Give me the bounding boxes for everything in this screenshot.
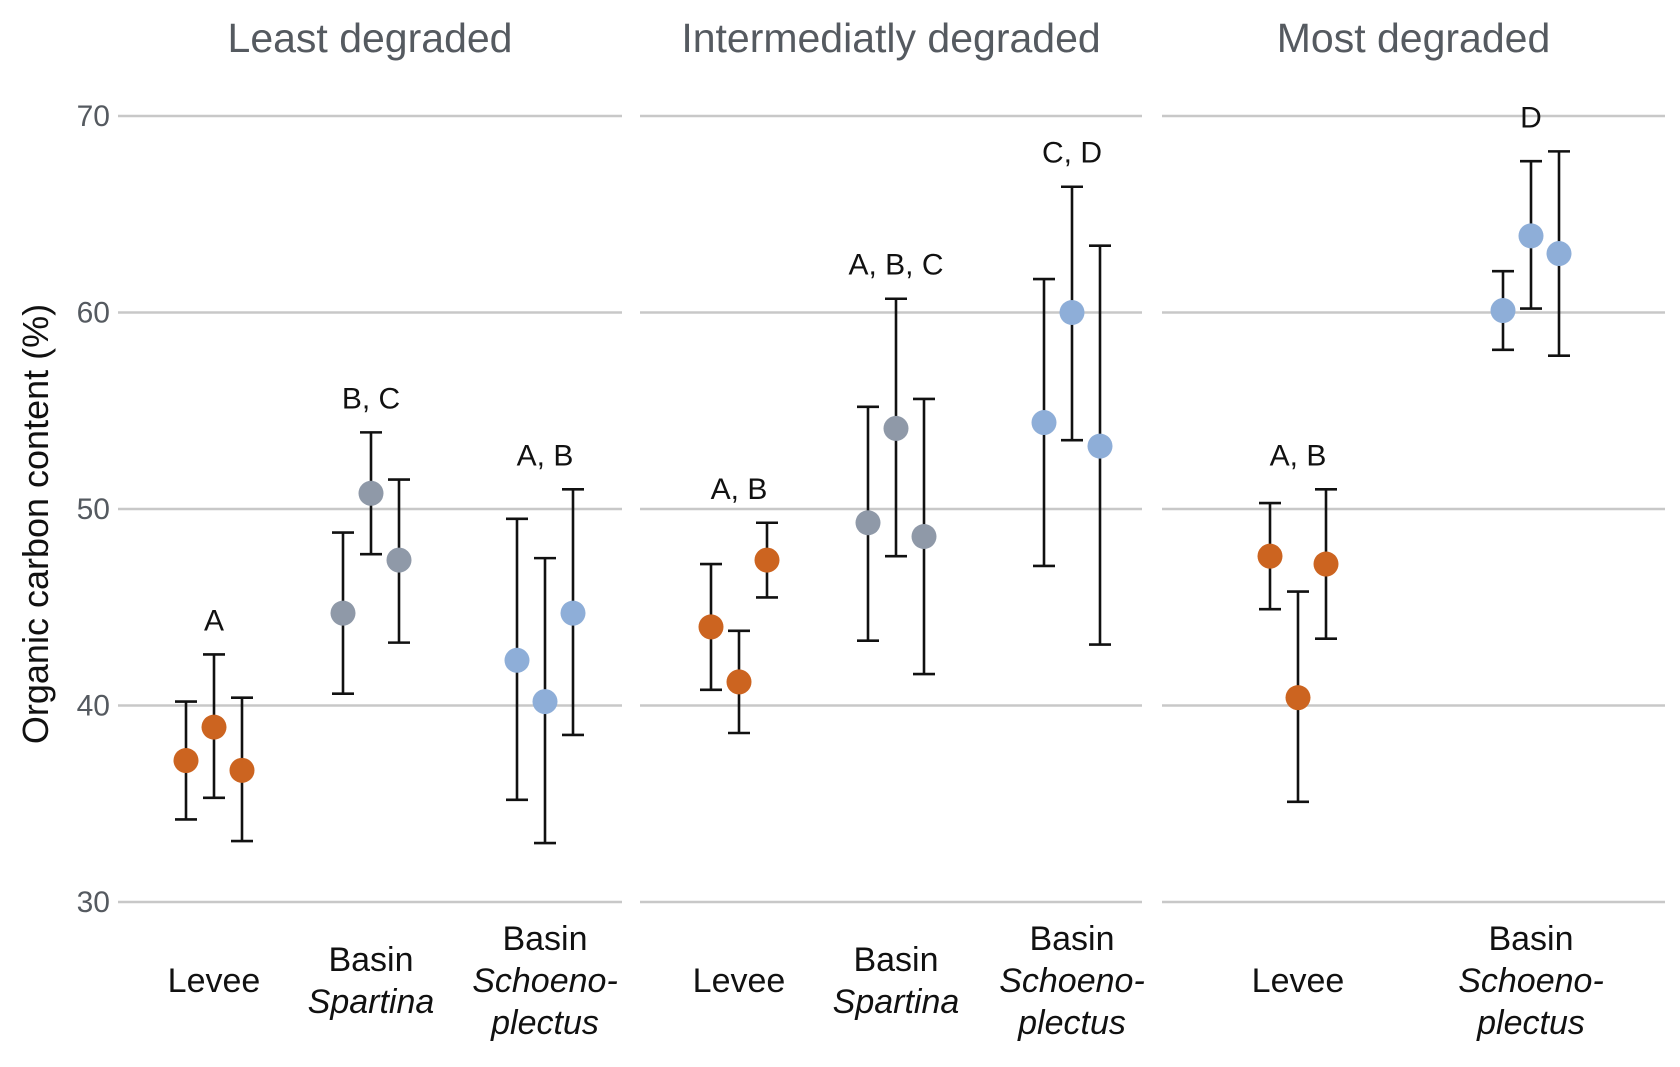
data-point <box>330 600 356 626</box>
data-point <box>911 524 937 550</box>
x-axis-label-line: Basin <box>502 920 587 958</box>
data-point <box>173 748 199 774</box>
data-point <box>1546 241 1572 267</box>
data-point <box>1087 433 1113 459</box>
significance-letter: A, B <box>517 439 574 472</box>
data-point-group <box>911 397 937 676</box>
data-point <box>726 669 752 695</box>
data-point-group <box>532 556 558 845</box>
data-point-group <box>386 478 412 644</box>
significance-letter: C, D <box>1042 137 1102 170</box>
facet-title: Most degraded <box>1277 15 1551 61</box>
data-point <box>532 689 558 715</box>
data-point <box>358 480 384 506</box>
x-axis-label-line: Levee <box>168 962 261 1000</box>
data-point-group <box>1031 277 1057 568</box>
data-point-group <box>883 297 909 558</box>
data-point-group <box>330 531 356 696</box>
data-point <box>1285 685 1311 711</box>
data-point-group <box>1087 244 1113 646</box>
data-point <box>754 547 780 573</box>
data-point <box>883 415 909 441</box>
data-point <box>1490 298 1516 324</box>
data-point <box>1059 300 1085 325</box>
data-point <box>1313 551 1339 577</box>
x-axis-label-line: Spartina <box>308 983 435 1021</box>
data-point <box>855 510 881 536</box>
significance-letter: A, B <box>711 473 768 506</box>
data-point-group <box>229 696 255 843</box>
y-tick-label: 40 <box>77 690 110 723</box>
facet-titles: Least degraded Intermediatly degraded Most… <box>228 15 1551 61</box>
x-axis-label-line: Basin <box>1488 920 1573 958</box>
y-axis-label: Organic carbon content (%) <box>15 304 56 744</box>
data-point <box>698 614 724 640</box>
data-point-group <box>726 629 752 735</box>
data-point-group <box>504 517 530 802</box>
data-point-group <box>173 700 199 821</box>
x-axis-label-line: Basin <box>328 941 413 979</box>
data-marks: A B, C A, B A, B A, B, C C, D A, B D <box>173 101 1572 845</box>
x-axis-label-line: Schoeno- <box>999 962 1145 1000</box>
data-point <box>504 647 530 673</box>
data-point-group <box>1546 150 1572 358</box>
x-axis-label-line: Basin <box>853 941 938 979</box>
x-axis-label-line: Schoeno- <box>1458 962 1604 1000</box>
x-axis-label-line: plectus <box>1476 1004 1585 1042</box>
data-point-group <box>855 405 881 642</box>
significance-letter: A, B, C <box>848 249 943 282</box>
significance-letter: D <box>1520 101 1542 134</box>
x-axis-label-line: plectus <box>1017 1004 1126 1042</box>
facet-title: Intermediatly degraded <box>681 15 1100 61</box>
y-tick-label: 30 <box>77 886 110 919</box>
data-point-group <box>1490 269 1516 352</box>
y-tick-label: 60 <box>77 297 110 330</box>
data-point <box>229 757 255 783</box>
data-point <box>560 600 586 626</box>
data-point-group <box>1257 501 1283 611</box>
gridlines <box>118 114 1665 904</box>
significance-letter: A, B <box>1270 439 1327 472</box>
data-point-group <box>201 653 227 800</box>
x-axis-category-label: Levee <box>1252 962 1345 1000</box>
data-point-group <box>1285 590 1311 804</box>
data-point <box>1518 223 1544 249</box>
y-tick-label: 70 <box>77 100 110 133</box>
data-point-group <box>1059 185 1085 442</box>
data-point <box>201 714 227 740</box>
data-point-group <box>1518 159 1544 310</box>
data-point <box>1257 543 1283 569</box>
data-point <box>386 547 412 573</box>
x-axis-category-label: Levee <box>168 962 261 1000</box>
x-axis-category-label: Levee <box>693 962 786 1000</box>
data-point <box>1031 410 1057 436</box>
x-axis-label-line: Levee <box>693 962 786 1000</box>
significance-letter: A <box>204 604 224 637</box>
x-axis-label-line: Basin <box>1029 920 1114 958</box>
y-tick-label: 50 <box>77 493 110 526</box>
x-axis-label-line: plectus <box>490 1004 599 1042</box>
data-point-group <box>560 488 586 737</box>
facet-title: Least degraded <box>228 15 513 61</box>
y-axis: Organic carbon content (%) 30 40 50 60 70 <box>15 100 110 919</box>
x-axis-label-line: Levee <box>1252 962 1345 1000</box>
data-point-group <box>698 562 724 692</box>
significance-letter: B, C <box>342 382 400 415</box>
data-point-group <box>1313 488 1339 640</box>
x-axis-label-line: Schoeno- <box>472 962 618 1000</box>
x-axis-label-line: Spartina <box>833 983 960 1021</box>
data-point-group <box>358 431 384 556</box>
data-point-group <box>754 521 780 599</box>
